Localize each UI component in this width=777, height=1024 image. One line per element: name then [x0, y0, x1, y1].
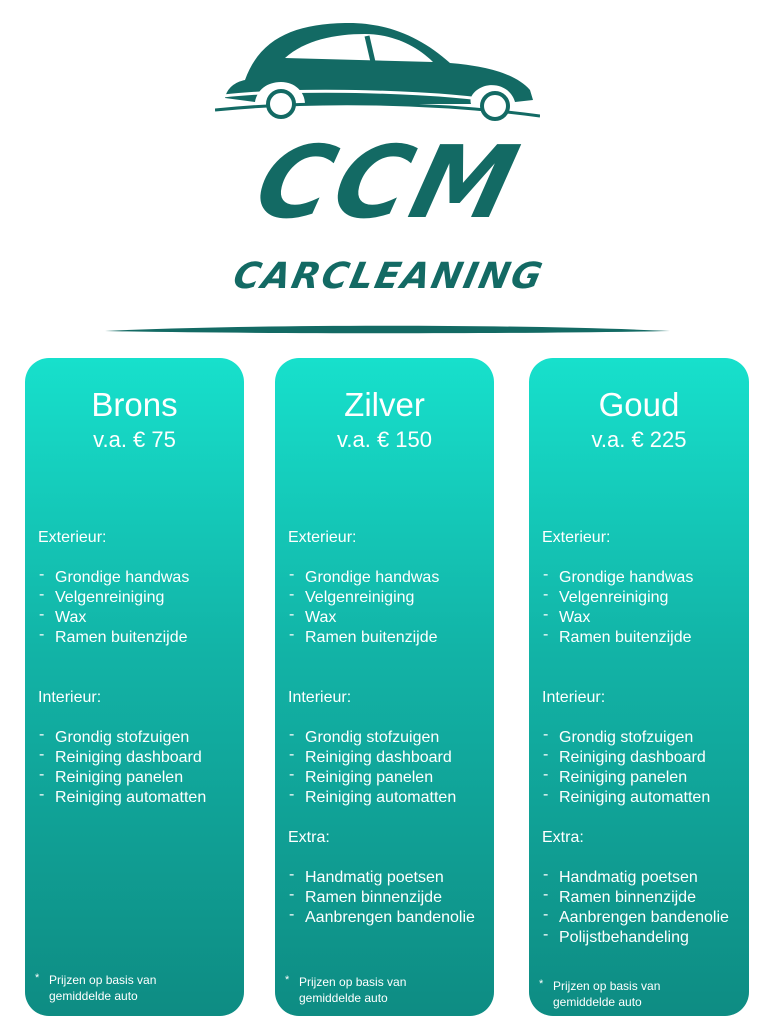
list-item: -Reiniging dashboard	[543, 746, 706, 766]
brand-logo-subtitle: CARCLEANING	[229, 256, 548, 297]
list-item: -Ramen binnenzijde	[543, 886, 696, 906]
list-item: -Aanbrengen bandenolie	[289, 906, 475, 926]
list-item: -Reiniging automatten	[543, 786, 711, 806]
exterior-list: -Grondige handwas -Velgenreiniging -Wax …	[38, 566, 238, 648]
extra-label: Extra:	[288, 829, 330, 846]
exterior-label: Exterieur:	[288, 529, 357, 546]
list-item: -Polijstbehandeling	[543, 926, 689, 946]
list-item: -Handmatig poetsen	[289, 866, 444, 886]
interior-list: -Grondig stofzuigen -Reiniging dashboard…	[38, 726, 238, 808]
interior-label: Interieur:	[542, 689, 606, 706]
list-item: -Reiniging panelen	[39, 766, 184, 786]
list-item: -Wax	[543, 606, 591, 626]
list-item: -Aanbrengen bandenolie	[543, 906, 729, 926]
list-item: -Wax	[39, 606, 87, 626]
list-item: -Ramen buitenzijde	[39, 626, 188, 646]
interior-list: -Grondig stofzuigen -Reiniging dashboard…	[542, 726, 743, 808]
list-item: -Grondig stofzuigen	[39, 726, 190, 746]
interior-label: Interieur:	[288, 689, 352, 706]
price-footnote: * Prijzen op basis van gemiddelde auto	[539, 978, 661, 1009]
list-item: -Reiniging dashboard	[39, 746, 202, 766]
exterior-list: -Grondige handwas -Velgenreiniging -Wax …	[542, 566, 743, 648]
price-footnote: * Prijzen op basis van gemiddelde auto	[285, 974, 407, 1005]
package-card-goud: Goud v.a. € 225 Exterieur: -Grondige han…	[529, 358, 749, 1016]
interior-label: Interieur:	[38, 689, 102, 706]
extra-label: Extra:	[542, 829, 584, 846]
package-card-brons: Brons v.a. € 75 Exterieur: -Grondige han…	[25, 358, 244, 1016]
package-title: Goud	[598, 386, 680, 423]
list-item: -Ramen buitenzijde	[543, 626, 692, 646]
divider-swoosh	[105, 325, 670, 334]
extra-list: -Handmatig poetsen -Ramen binnenzijde -A…	[542, 866, 743, 948]
price-footnote: * Prijzen op basis van gemiddelde auto	[35, 972, 157, 1003]
list-item: -Grondige handwas	[543, 566, 694, 586]
exterior-label: Exterieur:	[38, 529, 107, 546]
extra-list: -Handmatig poetsen -Ramen binnenzijde -A…	[288, 866, 488, 928]
list-item: -Grondige handwas	[289, 566, 440, 586]
list-item: -Grondig stofzuigen	[289, 726, 440, 746]
list-item: -Wax	[289, 606, 337, 626]
list-item: -Reiniging dashboard	[289, 746, 452, 766]
list-item: -Reiniging panelen	[289, 766, 434, 786]
list-item: -Reiniging automatten	[39, 786, 207, 806]
list-item: -Reiniging automatten	[289, 786, 457, 806]
list-item: -Velgenreiniging	[543, 586, 669, 606]
exterior-list: -Grondige handwas -Velgenreiniging -Wax …	[288, 566, 488, 648]
package-card-zilver: Zilver v.a. € 150 Exterieur: -Grondige h…	[275, 358, 494, 1016]
list-item: -Handmatig poetsen	[543, 866, 698, 886]
exterior-label: Exterieur:	[542, 529, 611, 546]
list-item: -Velgenreiniging	[289, 586, 415, 606]
list-item: -Grondig stofzuigen	[543, 726, 694, 746]
brand-logo-title: CCM	[244, 124, 533, 241]
interior-list: -Grondig stofzuigen -Reiniging dashboard…	[288, 726, 488, 808]
list-item: -Velgenreiniging	[39, 586, 165, 606]
list-item: -Reiniging panelen	[543, 766, 688, 786]
list-item: -Grondige handwas	[39, 566, 190, 586]
package-price: v.a. € 225	[591, 427, 687, 452]
list-item: -Ramen binnenzijde	[289, 886, 442, 906]
list-item: -Ramen buitenzijde	[289, 626, 438, 646]
package-price: v.a. € 75	[93, 427, 176, 452]
package-price: v.a. € 150	[337, 427, 432, 452]
package-title: Zilver	[344, 386, 425, 423]
car-logo-icon	[215, 22, 540, 121]
package-title: Brons	[91, 386, 178, 423]
